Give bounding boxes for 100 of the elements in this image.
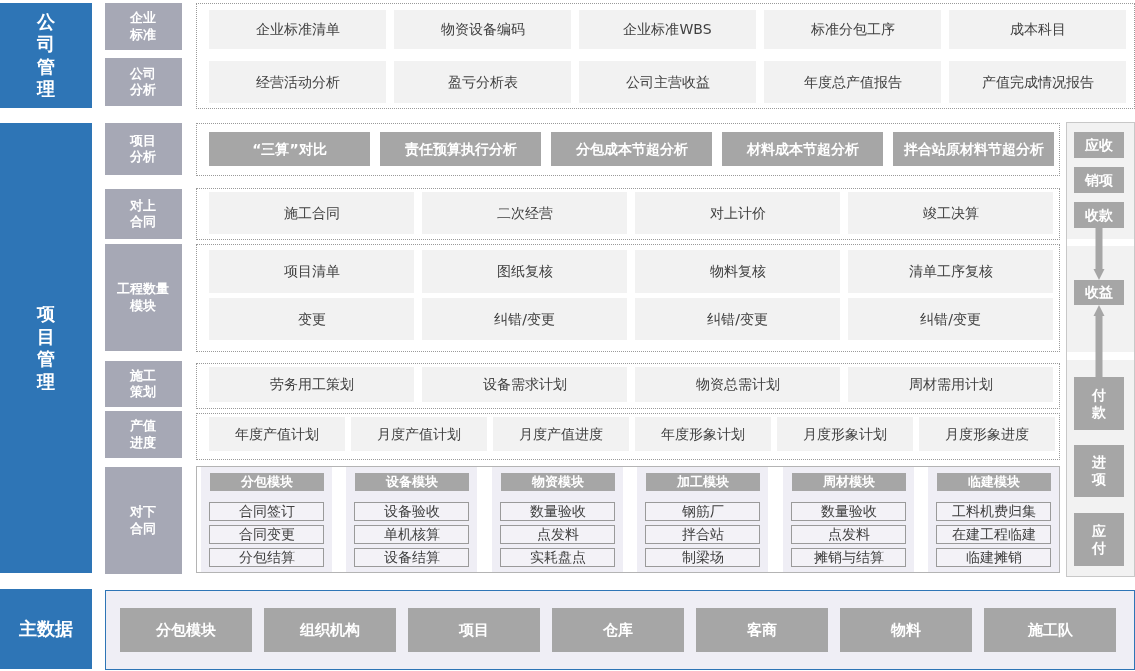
module-column <box>783 467 914 572</box>
category-label: 项目分析 <box>128 132 158 166</box>
flow-arrow <box>1093 305 1105 377</box>
module-label: 纠错/变更 <box>494 310 555 328</box>
column-header: 加工模块 <box>645 473 760 491</box>
module-column <box>492 467 623 572</box>
module-label: 拌合站原材料节超分析 <box>903 140 1044 158</box>
group-panel <box>196 413 1060 460</box>
module-box <box>380 132 541 166</box>
module-box <box>551 132 712 166</box>
category-label: 施工策划 <box>129 367 158 401</box>
category-tag <box>105 467 182 574</box>
module-label: 企业标准清单 <box>255 21 340 38</box>
function-label: 点发料 <box>536 526 579 543</box>
data-box <box>120 608 252 652</box>
function-box <box>645 502 760 521</box>
category-label: 对下合同 <box>129 504 158 537</box>
group-panel <box>196 188 1060 240</box>
module-label: 项目清单 <box>283 263 340 280</box>
module-box <box>893 132 1054 166</box>
function-label: 制梁场 <box>681 549 724 566</box>
module-column <box>928 467 1059 572</box>
category-tag <box>105 3 182 50</box>
section-title: 主数据 <box>19 618 73 640</box>
module-label: 月度形象进度 <box>945 425 1029 443</box>
module-column <box>637 467 768 572</box>
function-label: 实耗盘点 <box>529 549 586 566</box>
category-label: 企业标准 <box>129 10 158 43</box>
module-box <box>209 132 370 166</box>
function-label: 临建摊销 <box>965 549 1022 566</box>
module-label: 物料复核 <box>709 263 766 280</box>
function-box <box>500 502 615 521</box>
module-label: 月度产值进度 <box>519 425 603 443</box>
flow-box <box>1074 377 1124 430</box>
module-label: 二次经营 <box>496 204 553 222</box>
function-label: 数量验收 <box>529 503 586 520</box>
category-label: 对上合同 <box>129 197 158 231</box>
module-label: 物资总需计划 <box>695 376 780 393</box>
module-label: 纠错/变更 <box>707 310 768 328</box>
function-label: 摊销与结算 <box>813 549 884 566</box>
column-header: 分包模块 <box>209 473 324 491</box>
module-label: 收益 <box>1085 284 1113 301</box>
module-label: 周材需用计划 <box>908 376 993 393</box>
side-panel <box>1066 122 1135 577</box>
module-label: 销项 <box>1085 171 1113 189</box>
function-label: 合同签订 <box>238 503 295 520</box>
module-label: 材料成本节超分析 <box>746 140 859 158</box>
function-box <box>209 548 324 567</box>
module-label: 分包成本节超分析 <box>575 140 688 158</box>
category-tag <box>105 123 182 175</box>
flow-box <box>1074 445 1124 497</box>
data-label: 仓库 <box>603 621 633 639</box>
group-panel <box>196 3 1135 109</box>
module-label: 盈亏分析表 <box>447 73 518 91</box>
section-band <box>0 123 92 573</box>
data-box <box>840 608 972 652</box>
module-box <box>1074 167 1124 193</box>
data-label: 项目 <box>459 621 489 639</box>
module-label: 月度形象计划 <box>803 425 887 443</box>
data-box <box>984 608 1116 652</box>
section-band <box>0 3 92 108</box>
flow-label: 进项 <box>1090 454 1107 488</box>
module-label: 月度产值计划 <box>377 425 461 443</box>
module-label: 年度总产值报告 <box>803 73 902 91</box>
group-panel <box>196 363 1060 409</box>
function-box <box>354 548 469 567</box>
module-label: 年度产值计划 <box>235 425 319 443</box>
group-panel <box>196 244 1060 352</box>
flow-label: 付款 <box>1091 386 1107 421</box>
function-box <box>645 548 760 567</box>
function-box <box>354 502 469 521</box>
function-label: 单机核算 <box>383 526 440 543</box>
function-box <box>936 525 1051 544</box>
function-label: 设备验收 <box>383 503 440 520</box>
section-title: 项目管理 <box>35 303 56 393</box>
module-label: 应收 <box>1085 136 1113 154</box>
function-box <box>500 525 615 544</box>
data-label: 分包模块 <box>156 621 216 639</box>
data-label: 组织机构 <box>300 621 360 639</box>
category-label: 产值进度 <box>129 418 158 451</box>
flow-arrow <box>1093 228 1105 280</box>
data-label: 物料 <box>891 621 921 639</box>
function-label: 工料机费归集 <box>951 503 1036 520</box>
group-panel <box>196 123 1060 176</box>
category-tag <box>105 189 182 239</box>
function-label: 在建工程临建 <box>951 526 1036 543</box>
module-label: 图纸复核 <box>496 263 553 280</box>
category-tag <box>105 244 182 351</box>
section-title: 公司管理 <box>35 10 56 101</box>
function-box <box>645 525 760 544</box>
data-box <box>696 608 828 652</box>
function-box <box>209 502 324 521</box>
category-label: 公司分析 <box>129 65 158 99</box>
data-box <box>552 608 684 652</box>
category-tag <box>105 411 182 458</box>
module-label: 标准分包工序 <box>810 21 895 38</box>
column-header: 临建模块 <box>936 473 1051 491</box>
flow-box <box>1074 513 1124 566</box>
module-label: “三算”对比 <box>252 140 327 158</box>
module-label: 清单工序复核 <box>908 263 993 280</box>
